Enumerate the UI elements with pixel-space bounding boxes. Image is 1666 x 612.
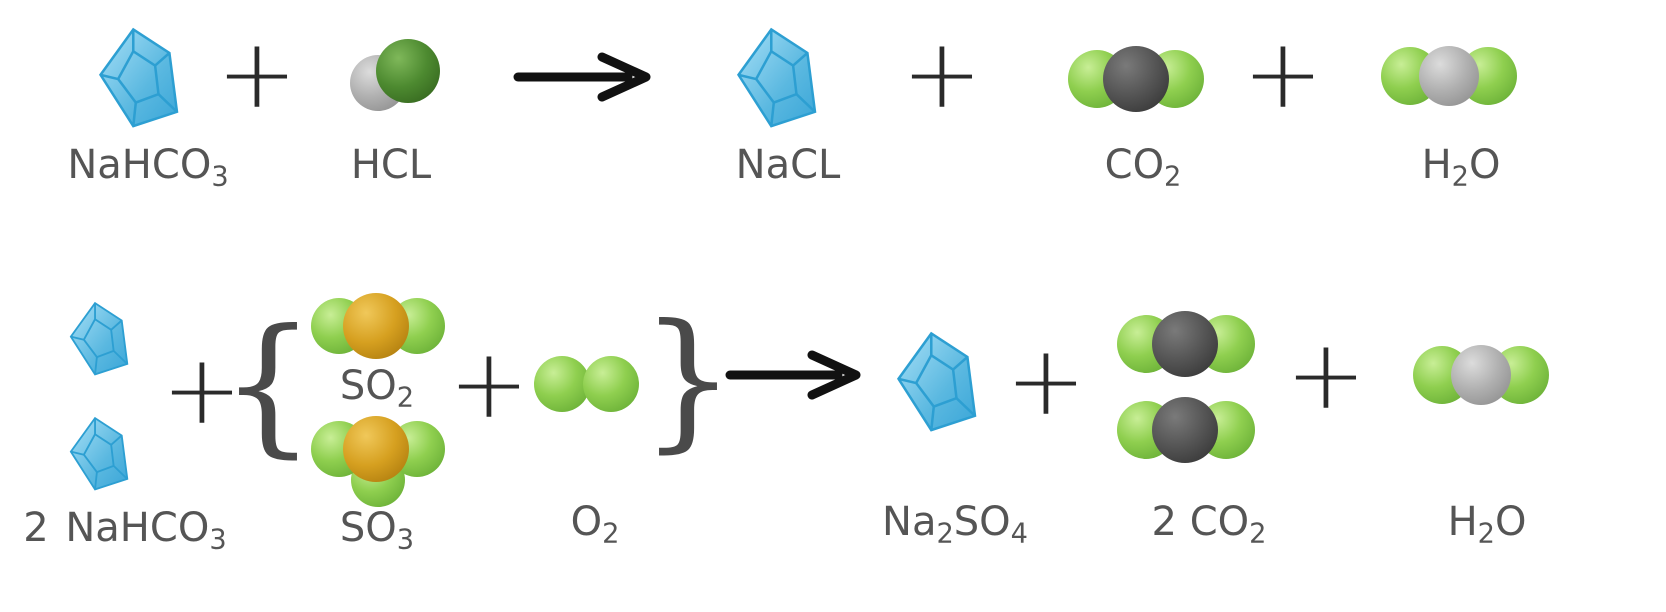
h2o-label: H2O bbox=[1421, 142, 1501, 193]
nahco3-crystal-icon-top bbox=[69, 301, 129, 376]
nacl-crystal-icon bbox=[736, 27, 817, 128]
nahco3-label: NaHCO3 bbox=[67, 142, 229, 193]
o2-label: O2 bbox=[570, 499, 620, 550]
h2o-molecule-icon-2 bbox=[1413, 345, 1549, 405]
so3-molecule-icon bbox=[311, 416, 445, 507]
co2-molecule-icon bbox=[1068, 46, 1204, 112]
so2-molecule-icon bbox=[311, 293, 445, 359]
hcl-label: HCL bbox=[350, 142, 432, 188]
so2-label: SO2 bbox=[339, 363, 415, 414]
na2so4-label: Na2SO4 bbox=[882, 499, 1028, 550]
coefficient-label: 2 bbox=[23, 505, 49, 551]
h2o-label-2: H2O bbox=[1447, 499, 1527, 550]
hcl-molecule-icon bbox=[350, 39, 440, 111]
open-brace: { bbox=[220, 298, 316, 472]
plus-sign: + bbox=[161, 334, 243, 446]
plus-sign: + bbox=[901, 18, 983, 130]
co2-molecule-icon-bottom bbox=[1117, 397, 1255, 463]
reaction-arrow-icon-2 bbox=[725, 350, 861, 400]
co2-molecule-icon-top bbox=[1117, 311, 1255, 377]
o2-molecule-icon bbox=[534, 356, 639, 412]
2co2-label: 2 CO2 bbox=[1151, 499, 1267, 550]
nacl-label: NaCL bbox=[735, 142, 841, 188]
reaction-arrow-icon bbox=[513, 52, 651, 102]
plus-sign: + bbox=[1285, 319, 1367, 431]
h2o-molecule-icon bbox=[1381, 46, 1517, 106]
plus-sign: + bbox=[216, 18, 298, 130]
chlorine-atom bbox=[376, 39, 440, 103]
plus-sign: + bbox=[448, 328, 530, 440]
plus-sign: + bbox=[1242, 18, 1324, 130]
close-brace: } bbox=[640, 293, 736, 467]
so3-label: SO3 bbox=[339, 505, 415, 556]
nahco3-crystal-icon-bottom bbox=[69, 416, 129, 491]
nahco3-label-2: NaHCO3 bbox=[65, 505, 227, 556]
plus-sign: + bbox=[1005, 325, 1087, 437]
nahco3-crystal-icon bbox=[98, 27, 179, 128]
na2so4-crystal-icon bbox=[896, 331, 977, 432]
co2-label: CO2 bbox=[1104, 142, 1182, 193]
